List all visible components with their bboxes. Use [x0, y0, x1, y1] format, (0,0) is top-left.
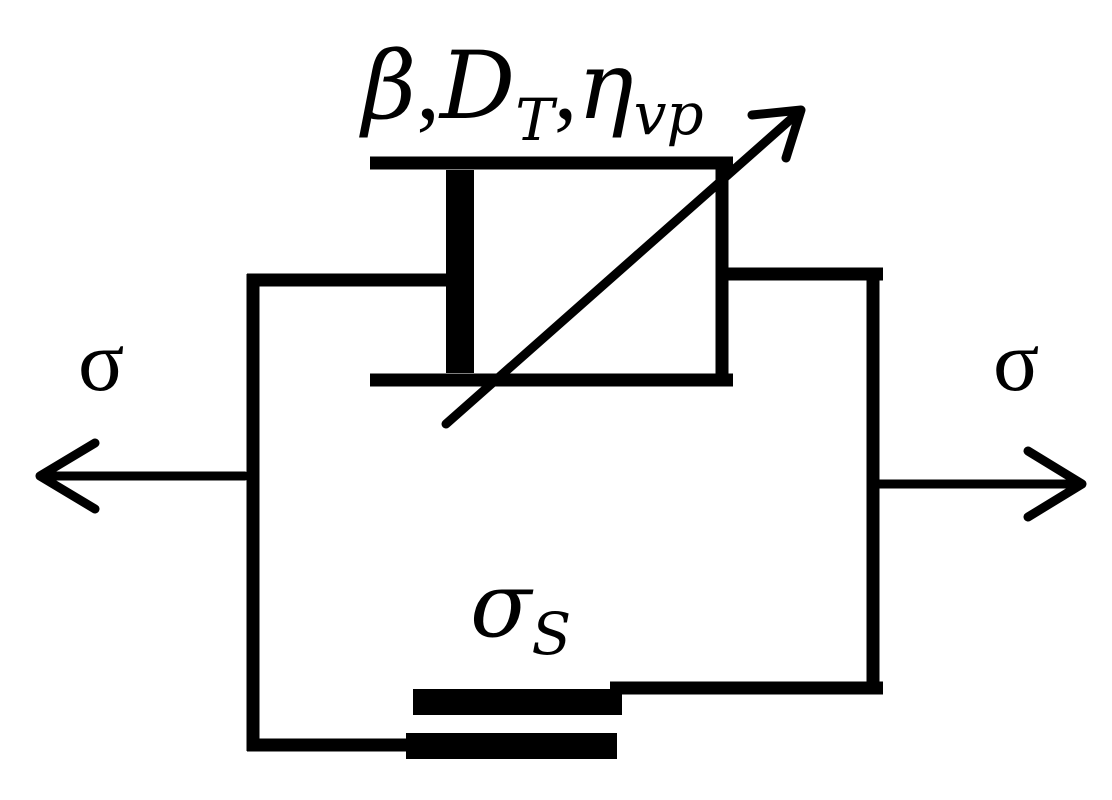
right-arrowhead [1023, 446, 1087, 522]
friction-plate-upper [413, 689, 622, 715]
beta-symbol: β [359, 32, 416, 141]
variable-arrowhead [747, 105, 806, 163]
friction-sigma-symbol: σ [470, 553, 534, 658]
right-stress-label: σ [993, 313, 1039, 409]
left-stress-label: σ [78, 313, 124, 409]
eta-subscript: vp [634, 80, 704, 148]
friction-element [406, 689, 622, 759]
parameter-separator: , [416, 35, 440, 139]
D-subscript: T [515, 86, 558, 154]
left-stress-arrow [35, 438, 250, 514]
friction-label: σS [470, 553, 571, 668]
dashpot-element [370, 156, 733, 387]
parameter-separator: , [554, 35, 578, 139]
parameter-label: β,DT,ηvp [359, 32, 704, 154]
friction-plate-lower [406, 733, 617, 759]
D-symbol: D [438, 32, 515, 141]
dashpot-piston [446, 170, 474, 373]
left-arrowhead [35, 438, 100, 514]
variable-parameter-arrow [441, 105, 806, 429]
friction-subscript: S [531, 600, 571, 668]
variable-arrow-shaft [441, 107, 804, 429]
right-stress-arrow [874, 446, 1087, 522]
eta-symbol: η [577, 32, 633, 141]
circuit-frame [246, 267, 883, 752]
